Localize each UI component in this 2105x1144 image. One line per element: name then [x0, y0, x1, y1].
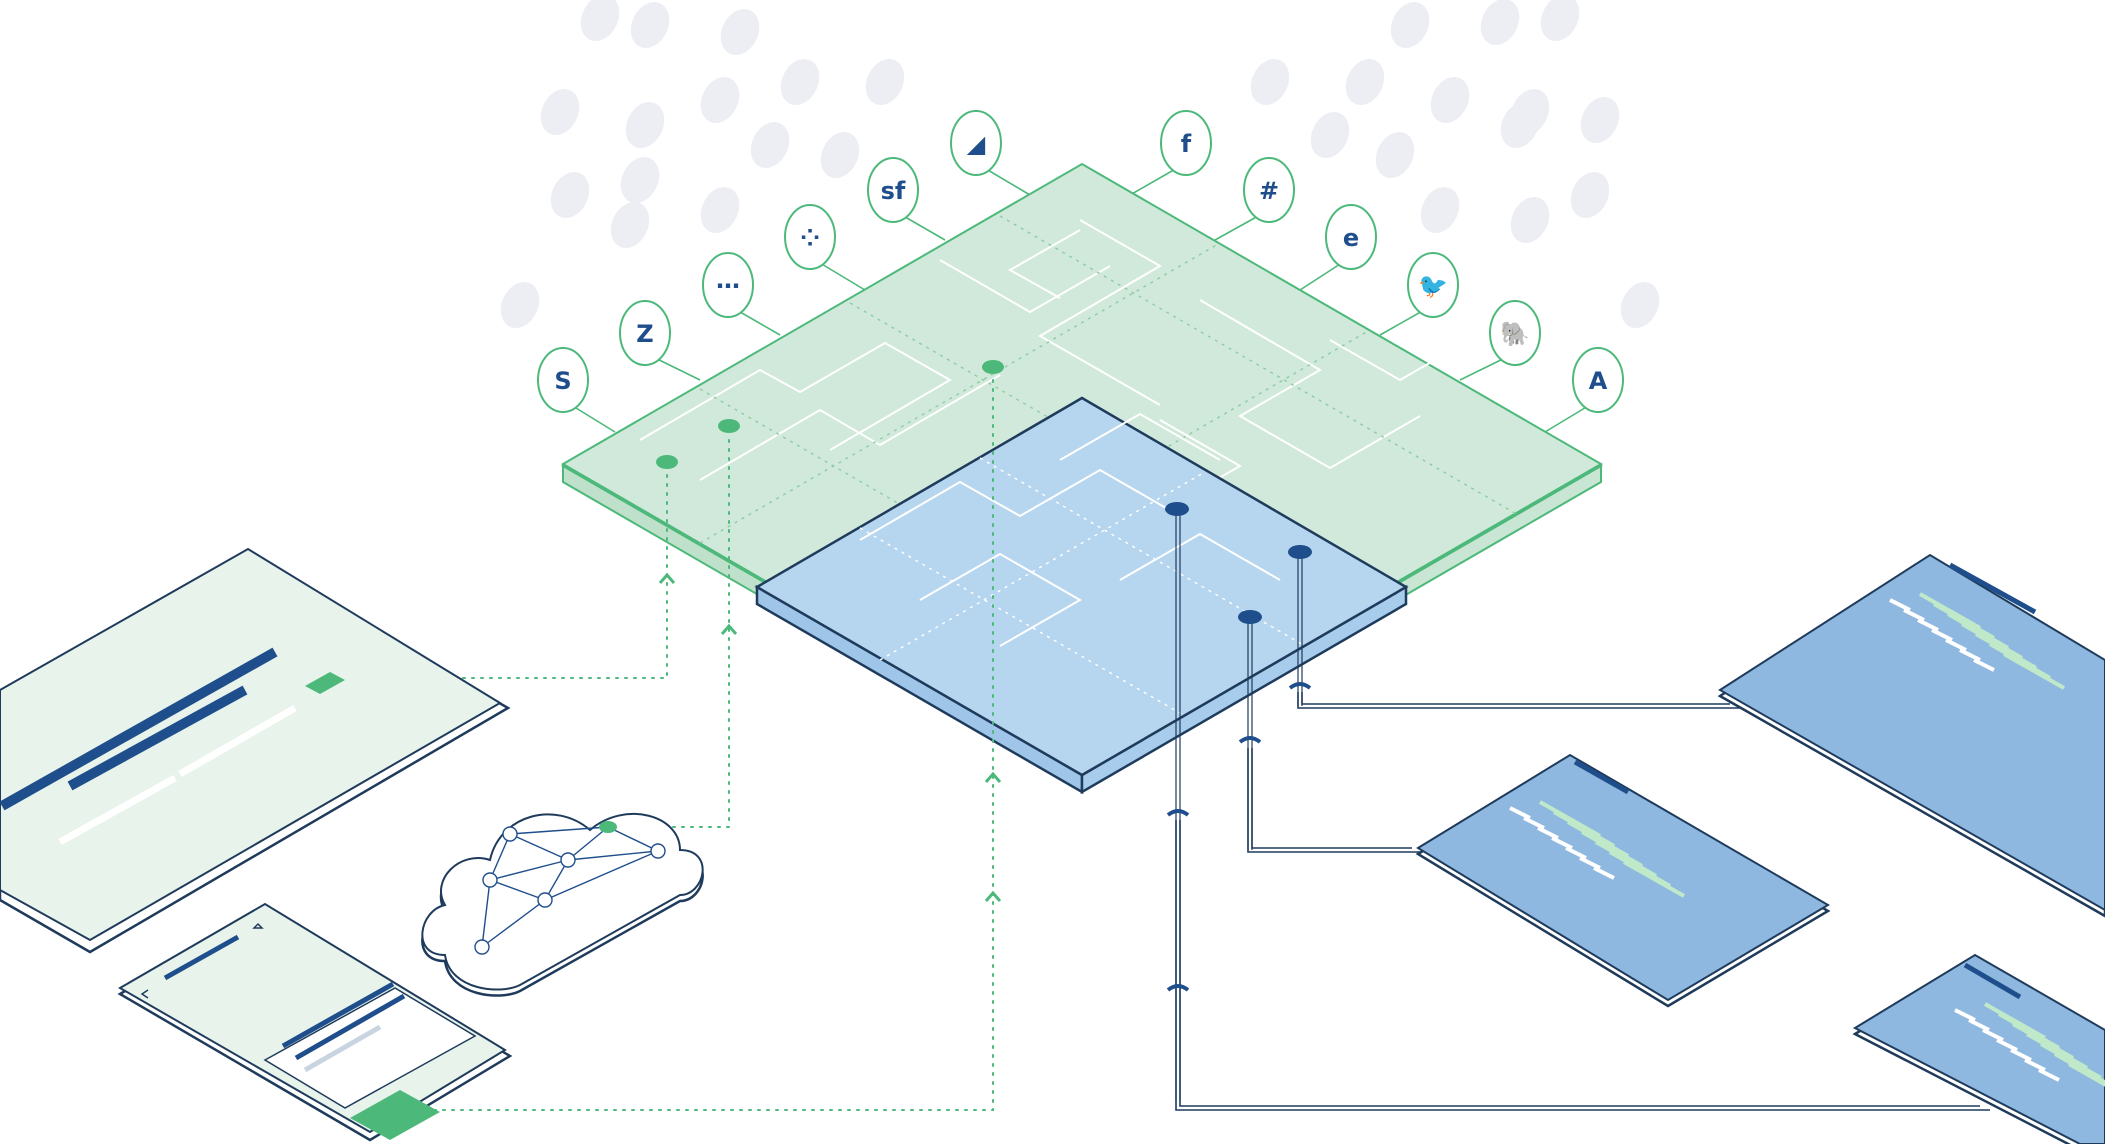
background-dot: [865, 58, 905, 106]
flow-arrows: [658, 572, 1002, 902]
background-dot: [620, 156, 660, 204]
background-dot: [540, 88, 580, 136]
svg-text:Z: Z: [636, 320, 653, 348]
background-dot: [820, 131, 860, 179]
background-dot: [1430, 76, 1470, 124]
background-dot: [1580, 96, 1620, 144]
svg-text:◢: ◢: [967, 130, 986, 158]
source-node: [718, 419, 740, 433]
warehouse-nodes: [1165, 502, 1312, 624]
warehouse-node: [1165, 502, 1189, 516]
web-app-subtitle-bar: [67, 685, 248, 791]
segment-icon: ⋯: [702, 252, 754, 318]
warehouse-output-lines: [1166, 509, 1990, 1111]
cloud-service: [421, 813, 704, 997]
svg-text:#: #: [1259, 177, 1279, 205]
background-dot: [780, 58, 820, 106]
svg-text:🐦: 🐦: [1418, 272, 1448, 300]
svg-text:A: A: [1589, 367, 1608, 395]
up-arrow-icon: [984, 771, 1002, 783]
background-dot: [1390, 1, 1430, 49]
tablet-action-button: [350, 1090, 440, 1140]
svg-text:🐘: 🐘: [1500, 320, 1530, 348]
cloud-output-node: [599, 821, 617, 833]
postgres-icon: 🐘: [1489, 300, 1541, 366]
background-dot: [1310, 111, 1350, 159]
zendesk-icon: Z: [619, 300, 671, 366]
report-document: [1415, 753, 1831, 1008]
source-node: [656, 455, 678, 469]
web-app-panel: [0, 547, 511, 954]
svg-text:sf: sf: [881, 177, 906, 205]
background-dot: [500, 281, 540, 329]
background-dot: [720, 8, 760, 56]
background-dot: [1375, 131, 1415, 179]
adwords-icon: A: [1572, 347, 1624, 413]
web-app-text-line: [58, 774, 177, 846]
input-data-flows: [339, 379, 994, 1111]
background-dot-pattern: [500, 0, 1660, 329]
background-dot: [1540, 0, 1580, 42]
source-node: [982, 360, 1004, 374]
background-dot: [700, 76, 740, 124]
background-dot: [750, 121, 790, 169]
menu-icon: [252, 922, 264, 929]
salesforce-icon: sf: [867, 157, 919, 223]
pipe-joint: [1166, 809, 1190, 817]
web-app-title-bar: [0, 647, 278, 811]
up-arrow-icon: [720, 623, 738, 635]
integration-icons: S Z ⋯ ⁘ sf ◢ f # e 🐦 🐘 A: [537, 110, 1624, 413]
warehouse-node: [1288, 545, 1312, 559]
background-dot: [1620, 281, 1660, 329]
svg-text:⋯: ⋯: [716, 272, 740, 300]
warehouse-layer-circuit: [859, 412, 1281, 647]
background-dot: [1570, 171, 1610, 219]
background-dot: [1250, 58, 1290, 106]
twitter-icon: 🐦: [1407, 252, 1459, 318]
warehouse-layer: [754, 396, 1409, 795]
svg-text:f: f: [1181, 130, 1192, 158]
source-nodes: [656, 360, 1004, 469]
warehouse-node: [1238, 610, 1262, 624]
background-dot: [625, 101, 665, 149]
background-dot: [700, 186, 740, 234]
web-app-text-line: [178, 704, 297, 778]
pipe-joint: [1166, 984, 1190, 992]
eloqua-icon: e: [1325, 204, 1377, 270]
warehouse-layer-top: [754, 396, 1409, 777]
background-dot: [550, 171, 590, 219]
svg-text:S: S: [554, 367, 571, 395]
cloud-network-graph: [474, 826, 666, 955]
background-dot: [1345, 58, 1385, 106]
output-documents: [1415, 553, 2105, 1144]
stitch-icon: S: [537, 347, 589, 413]
background-dot: [610, 201, 650, 249]
pipe-joint: [1288, 682, 1312, 690]
back-icon: [140, 989, 149, 999]
report-document: [1717, 553, 2105, 918]
twilio-icon: ⁘: [784, 204, 836, 270]
jira-icon: ◢: [950, 110, 1002, 176]
slack-icon: #: [1243, 157, 1295, 223]
background-dot: [1420, 186, 1460, 234]
background-dot: [1500, 101, 1540, 149]
svg-text:⁘: ⁘: [800, 224, 820, 252]
facebook-icon: f: [1160, 110, 1212, 176]
background-dot: [1480, 0, 1520, 46]
background-dot: [630, 1, 670, 49]
background-dot: [1510, 196, 1550, 244]
tablet-panel: [117, 902, 513, 1142]
svg-text:e: e: [1343, 224, 1359, 252]
up-arrow-icon: [984, 890, 1002, 902]
up-arrow-icon: [658, 572, 676, 584]
pipe-joint: [1238, 736, 1262, 744]
web-app-action-button: [305, 672, 345, 694]
background-dot: [580, 0, 620, 42]
report-document: [1852, 953, 2105, 1144]
